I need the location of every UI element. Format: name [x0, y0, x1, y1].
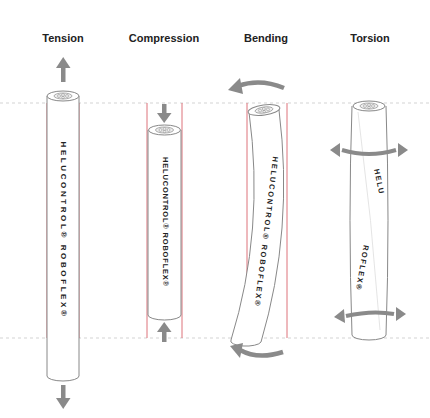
compression-cable: [148, 125, 181, 320]
cable-print: HELUCONTROL® ROBOFLEX®: [161, 157, 169, 287]
heading: Torsion: [350, 33, 390, 44]
bending-arrows: [228, 78, 284, 358]
tension-cable: [47, 91, 79, 381]
tension-arrows: [56, 57, 71, 409]
heading: Bending: [244, 33, 288, 44]
heading: Compression: [129, 33, 199, 44]
heading: Tension: [42, 33, 83, 44]
cable-print: HELUCONTROL® ROBOFLEX®: [59, 142, 67, 319]
compression-arrows: [157, 104, 172, 342]
bending-cable: [231, 103, 284, 346]
torsion-cable: [350, 101, 388, 340]
torsion-arrows: [330, 143, 408, 323]
